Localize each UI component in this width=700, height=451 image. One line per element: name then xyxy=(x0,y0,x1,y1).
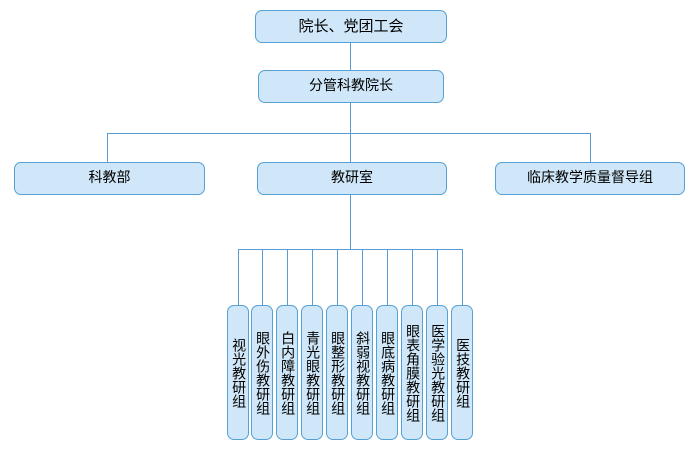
connector-drop-group-4 xyxy=(312,249,313,305)
connector-drop-group-9 xyxy=(437,249,438,305)
node-group-oculoplastic[interactable]: 眼整形教研组 xyxy=(326,305,348,440)
node-group-fundus-disease[interactable]: 眼底病教研组 xyxy=(376,305,398,440)
node-group-medical-optometry[interactable]: 医学验光教研组 xyxy=(426,305,448,440)
connector-groups-bus xyxy=(238,249,462,250)
node-group-medical-technology-label: 医技教研组 xyxy=(454,337,471,408)
node-vice-president-label: 分管科教院长 xyxy=(309,78,393,95)
connector-bus-to-dept-edu xyxy=(107,133,108,162)
node-clinical-teaching-quality-supervision-group-label: 临床教学质量督导组 xyxy=(527,170,653,187)
connector-drop-group-2 xyxy=(262,249,263,305)
connector-drop-group-7 xyxy=(387,249,388,305)
node-science-education-dept[interactable]: 科教部 xyxy=(14,162,205,195)
teaching-groups-row: 视光教研组 眼外伤教研组 白内障教研组 青光眼教研组 眼整形教研组 斜弱视教研组… xyxy=(227,305,473,440)
node-teaching-office[interactable]: 教研室 xyxy=(257,162,447,195)
node-president-label: 院长、党团工会 xyxy=(298,16,404,35)
connector-president-to-vice xyxy=(350,43,351,70)
node-teaching-office-label: 教研室 xyxy=(331,170,373,187)
connector-vice-to-bus xyxy=(350,103,351,133)
node-group-optometry-label: 视光教研组 xyxy=(230,337,247,408)
node-president[interactable]: 院长、党团工会 xyxy=(255,10,447,43)
connector-teaching-office-to-groups-bus xyxy=(350,195,351,249)
node-group-cataract[interactable]: 白内障教研组 xyxy=(276,305,298,440)
node-group-ocular-trauma-label: 眼外伤教研组 xyxy=(254,330,271,415)
node-group-fundus-disease-label: 眼底病教研组 xyxy=(379,330,396,415)
connector-drop-group-10 xyxy=(462,249,463,305)
node-group-ocular-trauma[interactable]: 眼外伤教研组 xyxy=(251,305,273,440)
node-group-medical-technology[interactable]: 医技教研组 xyxy=(451,305,473,440)
node-group-glaucoma-label: 青光眼教研组 xyxy=(304,330,321,415)
node-vice-president[interactable]: 分管科教院长 xyxy=(258,70,444,103)
connector-drop-group-1 xyxy=(238,249,239,305)
node-group-strabismus-amblyopia-label: 斜弱视教研组 xyxy=(354,330,371,415)
node-group-strabismus-amblyopia[interactable]: 斜弱视教研组 xyxy=(351,305,373,440)
connector-bus-to-teaching-office xyxy=(350,133,351,162)
connector-bus-to-supervision xyxy=(590,133,591,162)
connector-drop-group-6 xyxy=(362,249,363,305)
node-group-optometry[interactable]: 视光教研组 xyxy=(227,305,249,440)
node-clinical-teaching-quality-supervision-group[interactable]: 临床教学质量督导组 xyxy=(495,162,685,195)
node-group-ocular-surface-cornea[interactable]: 眼表角膜教研组 xyxy=(401,305,423,440)
node-group-medical-optometry-label: 医学验光教研组 xyxy=(429,323,446,422)
connector-drop-group-8 xyxy=(412,249,413,305)
connector-tier3-bus xyxy=(107,133,590,134)
node-group-glaucoma[interactable]: 青光眼教研组 xyxy=(301,305,323,440)
node-science-education-dept-label: 科教部 xyxy=(88,170,131,187)
node-group-ocular-surface-cornea-label: 眼表角膜教研组 xyxy=(404,323,421,422)
connector-drop-group-5 xyxy=(337,249,338,305)
node-group-oculoplastic-label: 眼整形教研组 xyxy=(329,330,346,415)
connector-drop-group-3 xyxy=(287,249,288,305)
node-group-cataract-label: 白内障教研组 xyxy=(279,330,296,415)
